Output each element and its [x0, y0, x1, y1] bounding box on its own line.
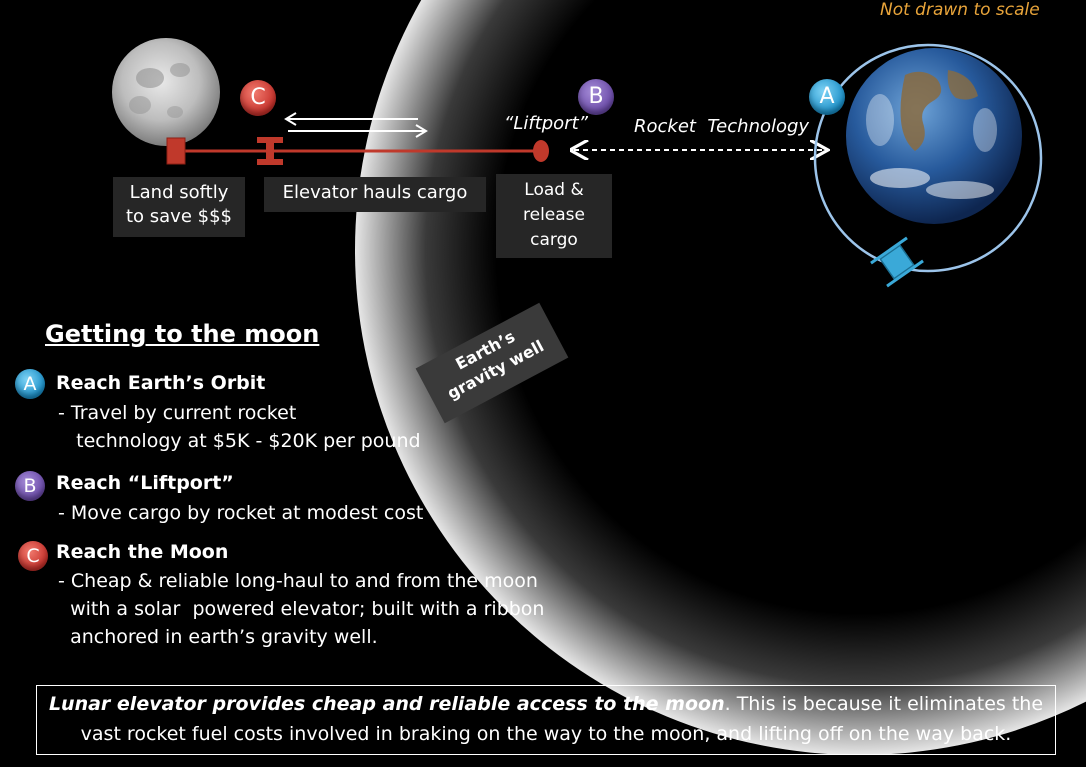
badge-c-list: C — [18, 541, 48, 571]
moon-anchor — [166, 137, 186, 165]
item-a-text: - Travel by current rocket technology at… — [58, 402, 421, 452]
earth-image — [846, 48, 1022, 224]
liftport-node — [533, 140, 549, 162]
item-c-title: Reach the Moon — [56, 541, 229, 563]
earth-orbit — [813, 43, 1043, 273]
summary-rest: . This is because it eliminates the vast… — [80, 693, 1044, 745]
summary-box: Lunar elevator provides cheap and reliab… — [36, 685, 1056, 755]
item-b-text: - Move cargo by rocket at modest cost — [58, 502, 424, 524]
rocket-technology-label: Rocket Technology — [634, 116, 810, 137]
not-to-scale-note: Not drawn to scale — [880, 0, 1040, 20]
item-a-title: Reach Earth’s Orbit — [56, 372, 266, 394]
land-softly-label: Land softly to save $$$ — [113, 177, 245, 237]
badge-a-diagram: A — [809, 79, 845, 115]
haul-arrows — [284, 112, 428, 138]
badge-b-diagram: B — [578, 79, 614, 115]
elevator-hauls-label: Elevator hauls cargo — [264, 177, 486, 212]
load-release-label: Load & release cargo — [496, 174, 612, 258]
section-heading: Getting to the moon — [45, 320, 320, 348]
badge-c-diagram: C — [240, 80, 276, 116]
summary-bold: Lunar elevator provides cheap and reliab… — [48, 693, 725, 715]
liftport-label: “Liftport” — [504, 113, 588, 134]
badge-b-list: B — [15, 471, 45, 501]
moon-image — [112, 38, 220, 146]
satellite-icon — [870, 236, 924, 288]
item-c-text: - Cheap & reliable long-haul to and from… — [58, 570, 545, 648]
item-b-title: Reach “Liftport” — [56, 472, 234, 494]
elevator-climber — [257, 137, 283, 165]
badge-a-list: A — [15, 369, 45, 399]
